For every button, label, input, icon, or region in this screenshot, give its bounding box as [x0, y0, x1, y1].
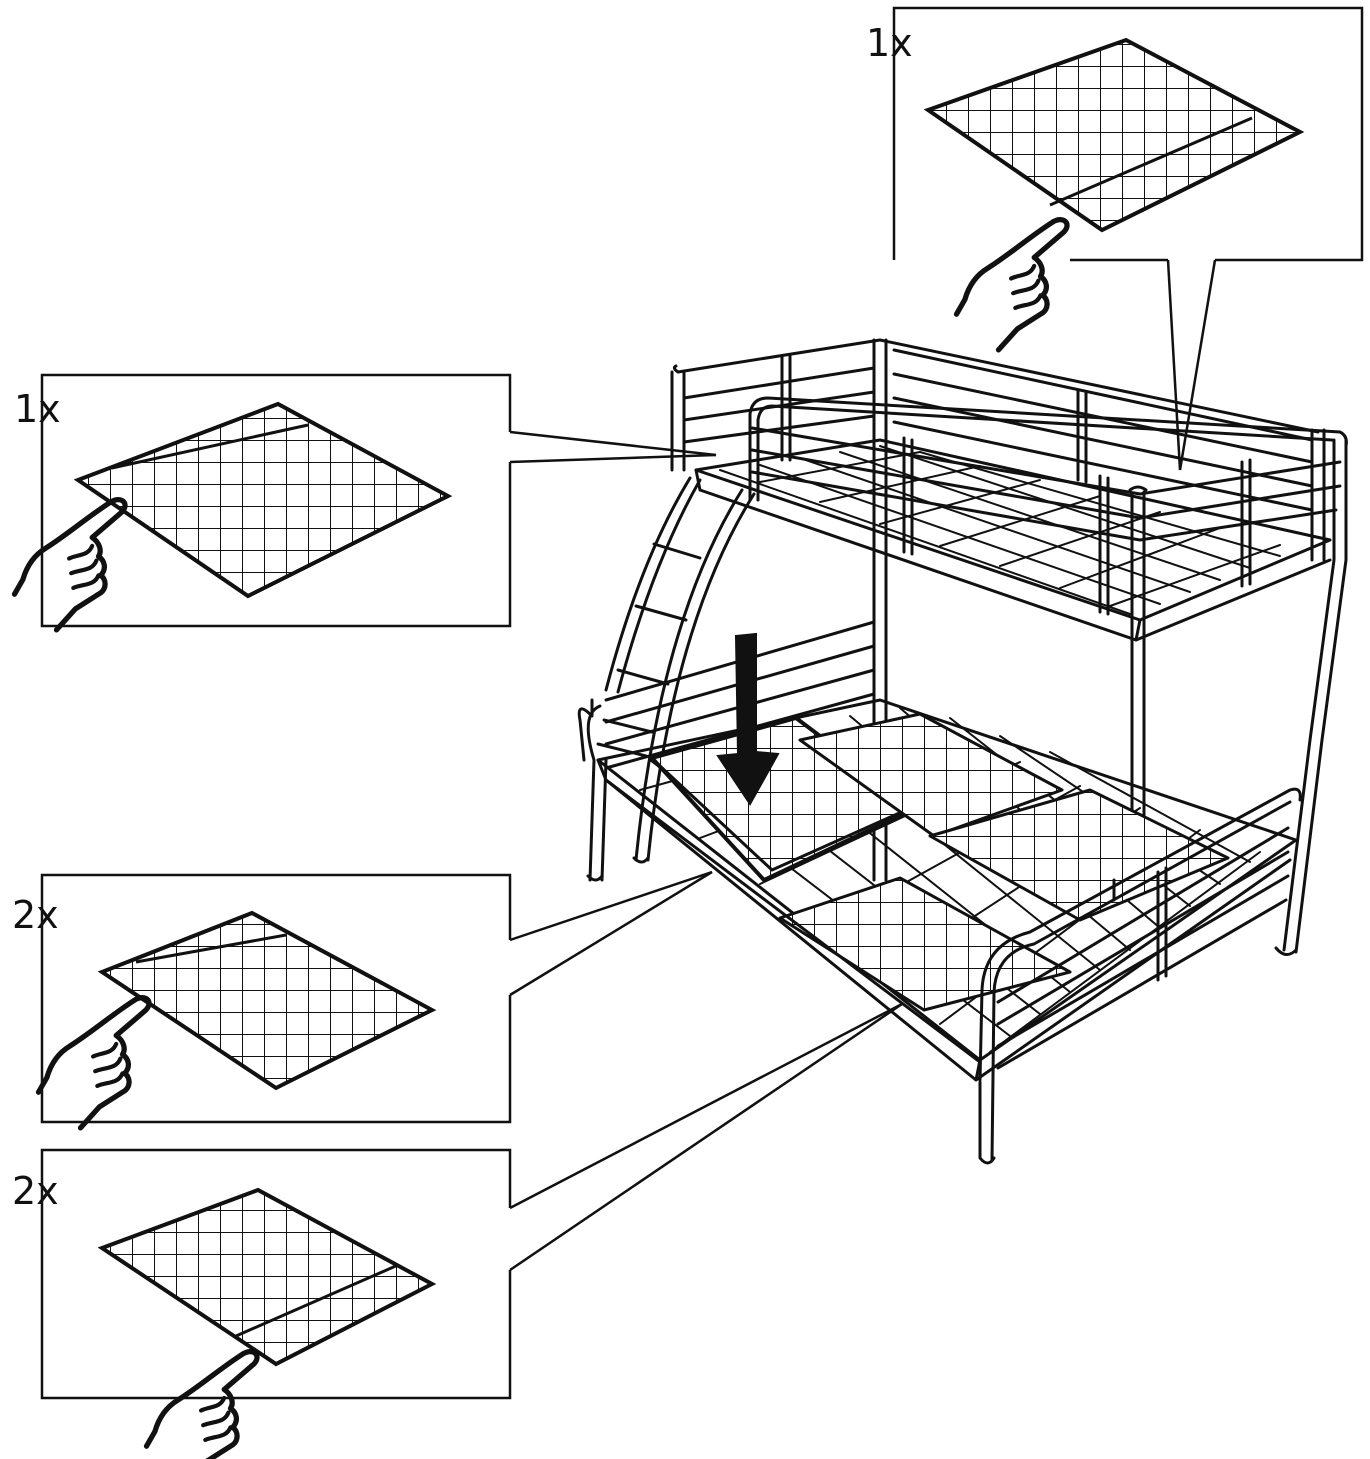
pointing-hand-icon — [147, 1352, 258, 1459]
callout-left-upper — [15, 373, 717, 630]
bunk-bed-frame — [577, 338, 1348, 1165]
pointing-hand-icon — [957, 220, 1068, 350]
quantity-label-left-upper: 1x — [14, 387, 61, 431]
pointing-hand-icon — [15, 500, 126, 630]
quantity-label-left-middle: 2x — [12, 893, 59, 937]
grid-panel-left-lower — [97, 1187, 437, 1367]
callout-left-lower — [40, 1002, 903, 1459]
down-arrow-icon — [716, 632, 780, 806]
grid-panel-left-middle — [97, 910, 437, 1091]
grid-panel-left-upper — [73, 401, 453, 599]
callout-left-middle — [39, 870, 713, 1128]
callout-top-right — [892, 6, 1364, 471]
pointing-hand-icon — [39, 998, 150, 1128]
quantity-label-top-right: 1x — [866, 21, 913, 65]
grid-panel-top-right — [923, 37, 1305, 233]
quantity-label-left-lower: 2x — [12, 1169, 59, 1213]
